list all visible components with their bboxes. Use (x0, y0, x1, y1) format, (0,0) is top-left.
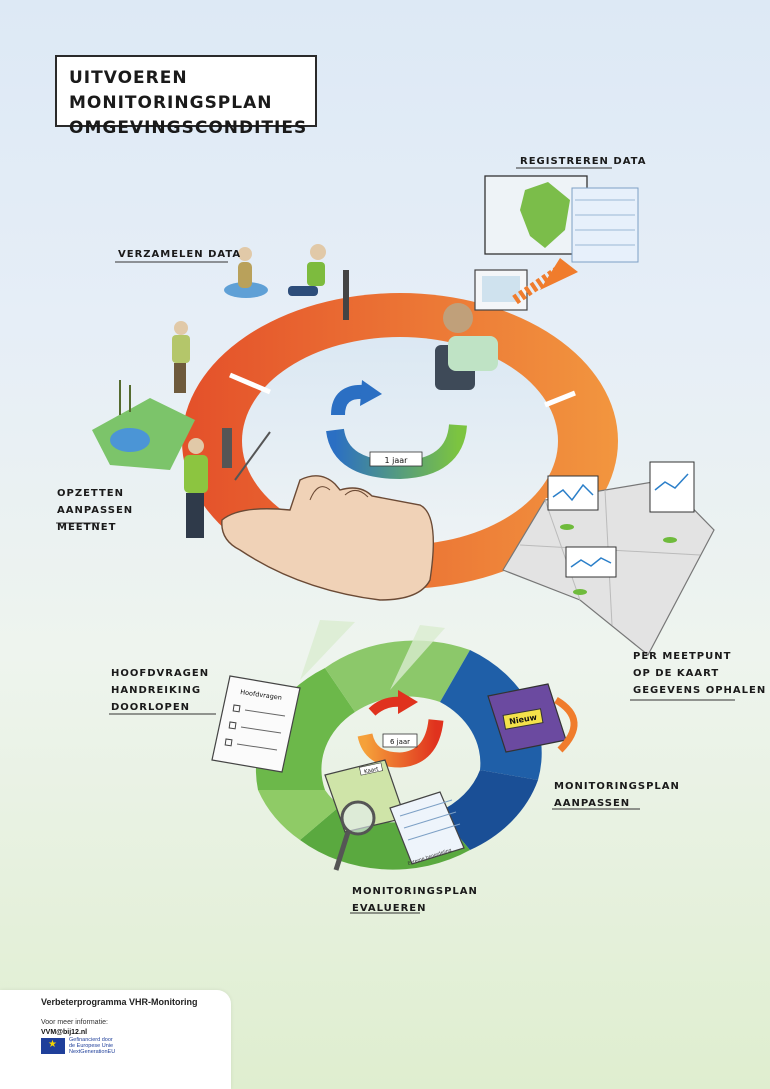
map-label: Kaart (364, 766, 380, 775)
hand-illustration (221, 475, 434, 601)
person-clipboard-icon (172, 321, 190, 393)
label-monitoringsplan-evalueren: Monitoringsplan evalueren (352, 886, 478, 914)
footer-panel: Verbeterprogramma VHR-Monitoring Voor me… (0, 990, 231, 1089)
upper-cycle-label: 1 jaar (385, 456, 409, 465)
label-verzamelen: Verzamelen data (118, 249, 242, 260)
wetland-plot-icon (92, 380, 195, 470)
more-info-label: Voor meer informatie: (41, 1019, 108, 1026)
page-title: Uitvoeren monitoringsplan omgevingscondi… (55, 55, 317, 138)
eu-funding-text: Gefinancierd door de Europese Unie NextG… (69, 1037, 116, 1055)
lower-cycle-label: 6 jaar (390, 738, 410, 746)
evaluation-documents-icon: Kaart Externe beoordeling (324, 759, 465, 871)
person-kneeling-icon (288, 244, 349, 320)
program-name: Verbeterprogramma VHR-Monitoring (41, 997, 198, 1007)
data-screen-icon (484, 175, 639, 305)
new-plan-book-icon: Nieuw (487, 683, 578, 753)
folded-map-icon (502, 461, 715, 656)
title-line-1: Uitvoeren monitoringsplan (69, 68, 273, 113)
label-opzetten: Opzetten aanpassen meetnet (57, 488, 134, 533)
label-registreren: Registreren data (520, 156, 647, 167)
lower-cycle-arrow: 6 jaar (357, 690, 444, 768)
person-waders-icon (224, 247, 268, 298)
title-line-2: omgevingscondities (69, 118, 308, 138)
label-hoofdvragen: Hoofdvragen handreiking doorlopen (111, 668, 210, 713)
contact-email-link[interactable]: VVM@bij12.nl (41, 1029, 88, 1036)
eu-flag-icon (41, 1038, 65, 1054)
checklist-paper-icon: Hoofdvragen (211, 675, 301, 773)
label-per-meetpunt: Per meetpunt op de kaart gegevens ophale… (633, 651, 767, 696)
upper-cycle-arrow: 1 jaar (326, 380, 467, 480)
label-monitoringsplan-aanpassen: Monitoringsplan aanpassen (554, 781, 680, 809)
person-measuring-icon (184, 428, 271, 538)
label-connectors (56, 167, 735, 914)
